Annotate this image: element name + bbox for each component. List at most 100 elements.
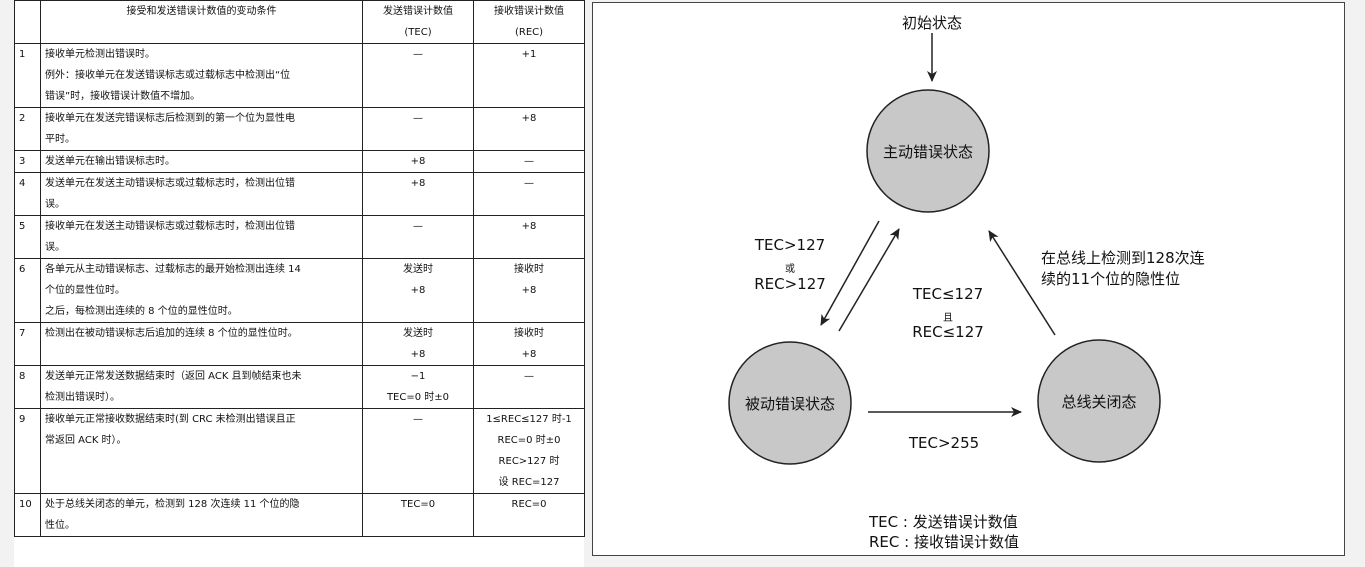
tec-value-line: — [413, 221, 423, 232]
row-rec: +8 [473, 215, 585, 259]
row-tec: 发送时 +8 [362, 258, 474, 323]
condition-line: 误。 [45, 199, 65, 210]
tec-value-line: 发送时 [403, 264, 433, 275]
condition-line: 检测出错误时）。 [45, 392, 120, 403]
transition-to-passive-line2: REC>127 [754, 275, 826, 293]
row-tec: — [362, 408, 474, 494]
condition-line: 接收单元正常接收数据结束时(到 CRC 未检测出错误且正 [45, 414, 296, 425]
row-number: 1 [14, 43, 41, 108]
rec-value-line: — [524, 178, 534, 189]
condition-line: 个位的显性位时。 [45, 285, 125, 296]
header-tec-line1: 发送错误计数值 [383, 6, 453, 17]
row-rec: REC=0 [473, 493, 585, 537]
rec-value-line: 1≤REC≤127 时-1 [486, 414, 572, 425]
rec-value-line: +8 [521, 285, 537, 296]
state-busoff-circle [1037, 339, 1161, 463]
state-active-circle [866, 89, 990, 213]
condition-line: 发送单元在发送主动错误标志或过载标志时，检测出位错 [45, 178, 295, 189]
rec-value-line: 设 REC=127 [498, 477, 560, 488]
row-number: 2 [14, 107, 41, 151]
initial-state-label: 初始状态 [901, 14, 962, 32]
state-busoff-label: 总线关闭态 [1061, 393, 1137, 411]
rec-value-line: +8 [521, 113, 537, 124]
row-rec: 接收时 +8 [473, 322, 585, 366]
row-rec: — [473, 365, 585, 409]
row-condition: 接收单元正常接收数据结束时(到 CRC 未检测出错误且正常返回 ACK 时）。 [40, 408, 363, 494]
condition-line: 各单元从主动错误标志、过载标志的最开始检测出连续 14 [45, 264, 301, 275]
row-number: 7 [14, 322, 41, 366]
condition-line: 接收单元检测出错误时。 [45, 49, 155, 60]
rec-value-line: 接收时 [514, 328, 544, 339]
condition-line: 误。 [45, 242, 65, 253]
diagram-graphics [728, 33, 1161, 465]
condition-line: 接收单元在发送主动错误标志或过载标志时，检测出位错 [45, 221, 295, 232]
transition-to-active-line1: TEC≤127 [912, 285, 984, 303]
header-condition-text: 接受和发送错误计数值的变动条件 [126, 6, 277, 17]
row-tec: — [362, 107, 474, 151]
row-tec: 发送时 +8 [362, 322, 474, 366]
tec-value-line: +8 [410, 349, 426, 360]
tec-value-line: +8 [410, 178, 426, 189]
tec-value-line: 发送时 [403, 328, 433, 339]
row-condition: 发送单元在输出错误标志时。 [40, 150, 363, 173]
table-row: 7 检测出在被动错误标志后追加的连续 8 个位的显性位时。 发送时 +8 接收时 +8 [14, 322, 585, 366]
condition-line: 发送单元正常发送数据结束时（返回 ACK 且到帧结束也未 [45, 371, 302, 382]
row-number: 8 [14, 365, 41, 409]
rec-value-line: +8 [521, 349, 537, 360]
rec-value-line: REC=0 [511, 499, 547, 510]
condition-line: 性位。 [45, 520, 75, 531]
header-rec-line2: (REC) [514, 27, 544, 38]
row-number: 10 [14, 493, 41, 537]
tec-value-line: +8 [410, 285, 426, 296]
row-number: 9 [14, 408, 41, 494]
header-condition: 接受和发送错误计数值的变动条件 [40, 0, 363, 44]
tec-value-line: −1 [410, 371, 426, 382]
arrow-busoff-to-active [988, 230, 1056, 336]
rec-value-line: REC=0 时±0 [497, 435, 561, 446]
row-condition: 检测出在被动错误标志后追加的连续 8 个位的显性位时。 [40, 322, 363, 366]
legend-tec: TEC : 发送错误计数值 [869, 513, 1018, 531]
row-number: 4 [14, 172, 41, 216]
row-rec: — [473, 172, 585, 216]
row-rec: 接收时 +8 [473, 258, 585, 323]
row-condition: 处于总线关闭态的单元，检测到 128 次连续 11 个位的隐性位。 [40, 493, 363, 537]
state-active-label: 主动错误状态 [882, 143, 973, 161]
condition-line: 检测出在被动错误标志后追加的连续 8 个位的显性位时。 [45, 328, 298, 339]
transition-recover-line1: 在总线上检测到128次连 [1041, 249, 1205, 267]
condition-line: 常返回 ACK 时）。 [45, 435, 127, 446]
tec-value-line: TEC=0 时±0 [386, 392, 450, 403]
row-tec: +8 [362, 150, 474, 173]
rec-value-line: +8 [521, 221, 537, 232]
row-rec: — [473, 150, 585, 173]
condition-line: 之后，每检测出连续的 8 个位的显性位时。 [45, 306, 238, 317]
row-condition: 接收单元在发送完错误标志后检测到的第一个位为显性电平时。 [40, 107, 363, 151]
transition-to-passive-or: 或 [785, 264, 795, 275]
tec-value-line: — [413, 49, 423, 60]
row-condition: 发送单元在发送主动错误标志或过载标志时，检测出位错误。 [40, 172, 363, 216]
condition-line: 接收单元在发送完错误标志后检测到的第一个位为显性电 [45, 113, 295, 124]
state-transition-diagram: 初始状态 主动错误状态 被动错误状态 总线关闭态 TEC>127 或 REC>1… [592, 2, 1345, 556]
condition-line: 发送单元在输出错误标志时。 [45, 156, 175, 167]
condition-line: 处于总线关闭态的单元，检测到 128 次连续 11 个位的隐 [45, 499, 300, 510]
transition-to-active-line2: REC≤127 [912, 323, 984, 341]
state-passive-label: 被动错误状态 [744, 395, 835, 413]
row-tec: +8 [362, 172, 474, 216]
rec-value-line: 接收时 [514, 264, 544, 275]
row-number: 5 [14, 215, 41, 259]
rec-value-line: REC>127 时 [498, 456, 560, 467]
header-rec-line1: 接收错误计数值 [494, 6, 564, 17]
error-counter-table: 接受和发送错误计数值的变动条件 发送错误计数值 (TEC) 接收错误计数值 (R… [14, 0, 585, 537]
state-passive-circle [728, 341, 852, 465]
row-condition: 接收单元在发送主动错误标志或过载标志时，检测出位错误。 [40, 215, 363, 259]
row-tec: — [362, 215, 474, 259]
error-counter-table-panel: 接受和发送错误计数值的变动条件 发送错误计数值 (TEC) 接收错误计数值 (R… [14, 0, 585, 567]
